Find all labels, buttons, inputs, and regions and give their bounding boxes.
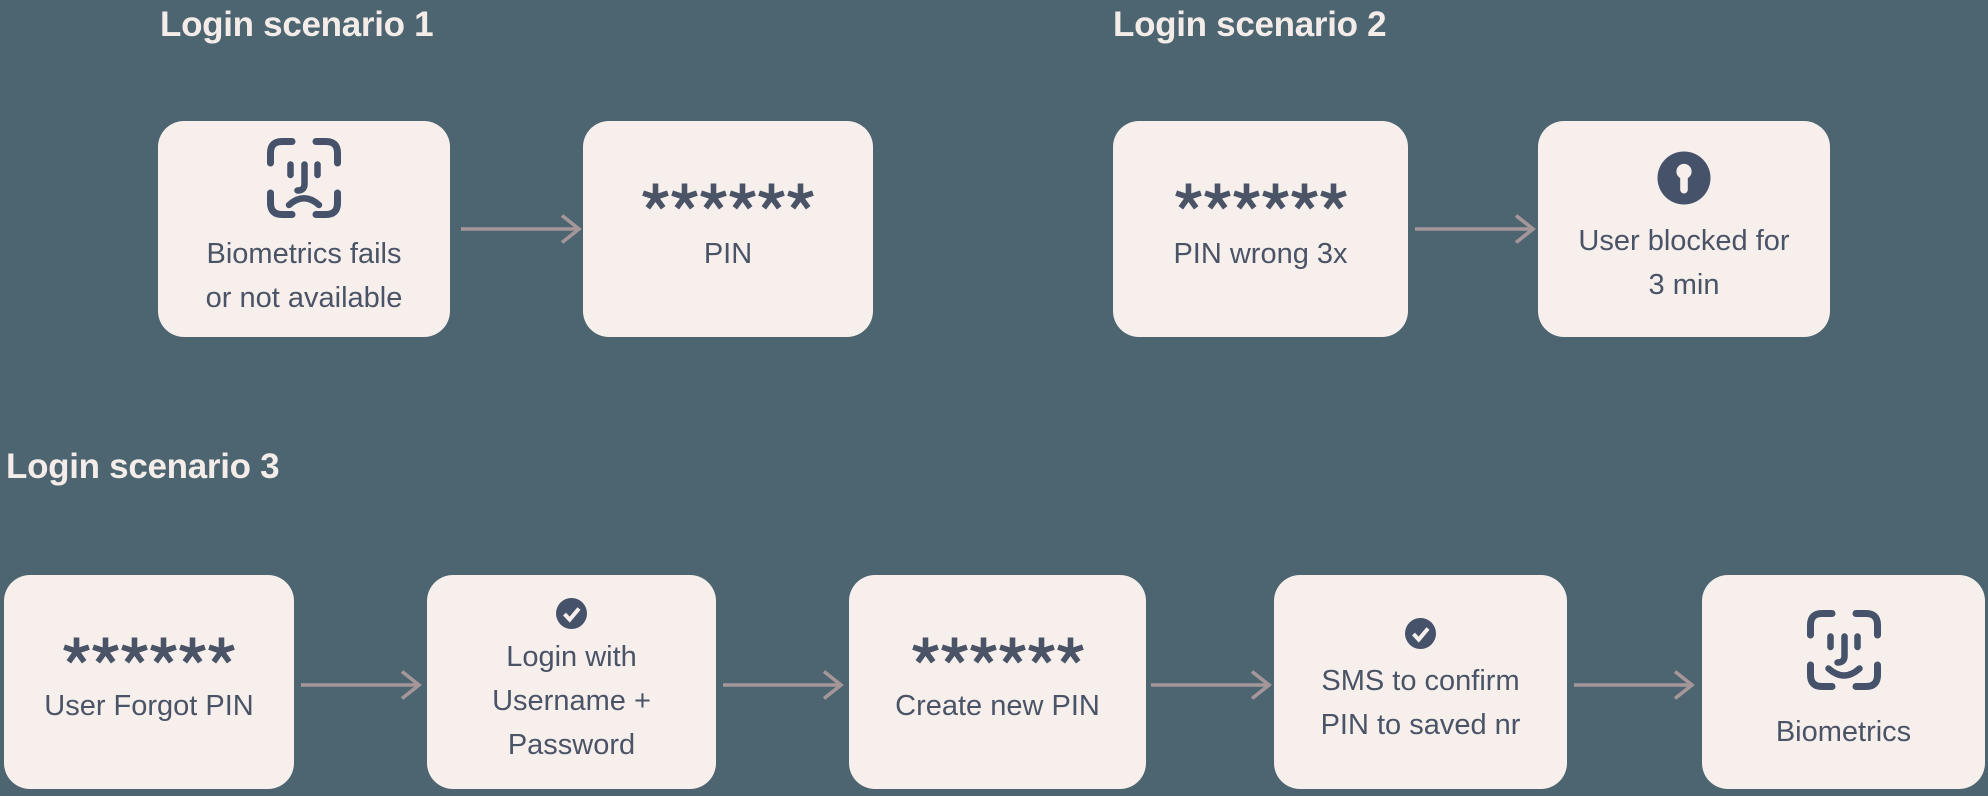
pin-star-icon: [998, 636, 1027, 664]
pin-mask: [911, 636, 1085, 664]
pin-star-icon: [207, 636, 236, 664]
arrow-sms-to-biometrics: [1572, 669, 1694, 701]
arrow-login-to-newpin: [721, 669, 843, 701]
node-label: PIN wrong 3x: [1173, 238, 1348, 270]
scenario-1-title: Login scenario 1: [160, 5, 434, 44]
node-user-forgot-pin: User Forgot PIN: [4, 575, 294, 789]
pin-mask: [62, 636, 236, 664]
node-biometrics-fails: Biometrics fails or not available: [158, 121, 450, 337]
pin-star-icon: [728, 182, 757, 210]
pin-star-icon: [62, 636, 91, 664]
pin-star-icon: [940, 636, 969, 664]
pin-star-icon: [1174, 182, 1203, 210]
node-sms-confirm: SMS to confirm PIN to saved nr: [1274, 575, 1567, 789]
node-user-blocked: User blocked for 3 min: [1538, 121, 1830, 337]
pin-star-icon: [120, 636, 149, 664]
node-label: Biometrics: [1775, 716, 1912, 748]
arrow-newpin-to-sms: [1149, 669, 1271, 701]
pin-star-icon: [1319, 182, 1348, 210]
node-label: SMS to confirm PIN to saved nr: [1320, 664, 1521, 741]
node-label: Create new PIN: [895, 690, 1100, 722]
pin-star-icon: [91, 636, 120, 664]
pin-star-icon: [1027, 636, 1056, 664]
pin-star-icon: [1056, 636, 1085, 664]
pin-star-icon: [149, 636, 178, 664]
node-pin: PIN: [583, 121, 873, 337]
pin-mask: [1174, 182, 1348, 210]
pin-star-icon: [969, 636, 998, 664]
pin-star-icon: [1261, 182, 1290, 210]
scenario-3-title: Login scenario 3: [6, 447, 280, 486]
pin-star-icon: [1232, 182, 1261, 210]
pin-mask: [641, 182, 815, 210]
node-label: Login with Username + Password: [492, 640, 651, 761]
pin-star-icon: [670, 182, 699, 210]
node-create-new-pin: Create new PIN: [849, 575, 1146, 789]
face-id-happy-icon: [1807, 610, 1881, 690]
pin-star-icon: [641, 182, 670, 210]
pin-star-icon: [911, 636, 940, 664]
pin-star-icon: [699, 182, 728, 210]
pin-star-icon: [178, 636, 207, 664]
pin-star-icon: [786, 182, 815, 210]
pin-star-icon: [1290, 182, 1319, 210]
arrow-forgot-to-login: [299, 669, 421, 701]
check-icon: [554, 595, 589, 631]
arrow-biometrics-to-pin: [459, 213, 581, 245]
pin-star-icon: [757, 182, 786, 210]
node-pin-wrong-3x: PIN wrong 3x: [1113, 121, 1408, 337]
node-label: Biometrics fails or not available: [205, 238, 403, 314]
arrow-pinwrong-to-blocked: [1413, 213, 1535, 245]
pin-star-icon: [1203, 182, 1232, 210]
node-label: PIN: [703, 238, 753, 270]
face-id-sad-icon: [267, 138, 341, 218]
node-login-username-password: Login with Username + Password: [427, 575, 716, 789]
check-icon: [1403, 615, 1438, 651]
node-biometrics: Biometrics: [1702, 575, 1985, 789]
scenario-2-title: Login scenario 2: [1113, 5, 1387, 44]
node-label: User Forgot PIN: [44, 690, 254, 722]
node-label: User blocked for 3 min: [1578, 225, 1790, 301]
lock-icon: [1657, 151, 1711, 205]
